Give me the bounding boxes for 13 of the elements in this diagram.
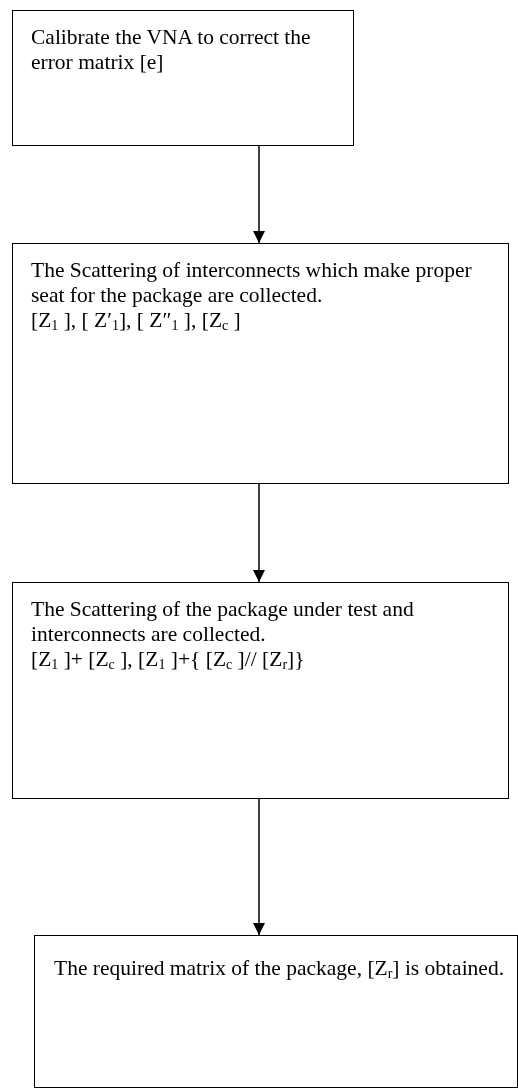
step-text: [Z$_{1}$ ], [ Z′$_{1}$], [ Z″$_{1}$ ], [Z$_{c}$ ] [31,308,242,333]
step-text: The required matrix of the package, [Z$_{r}$] is obtained. [54,956,506,981]
step-text: Calibrate the VNA to correct the error matrix [e] [31,25,312,75]
step-text: The Scattering of the package under test and interconnects are collected. [31,597,415,647]
arrow [253,483,265,583]
step-text: [Z$_{1}$ ]+ [Z$_{c}$ ], [Z$_{1}$ ]+{ [Z$_{c}$ ]// [Z$_{r}$]} [31,647,306,672]
step-text: The Scattering of interconnects which make proper seat for the package are collected. [31,258,473,308]
arrow [253,145,265,244]
process-box [34,935,518,1088]
process-box [12,243,509,484]
process-box [12,10,354,146]
process-box [12,582,509,799]
arrow [253,798,265,936]
